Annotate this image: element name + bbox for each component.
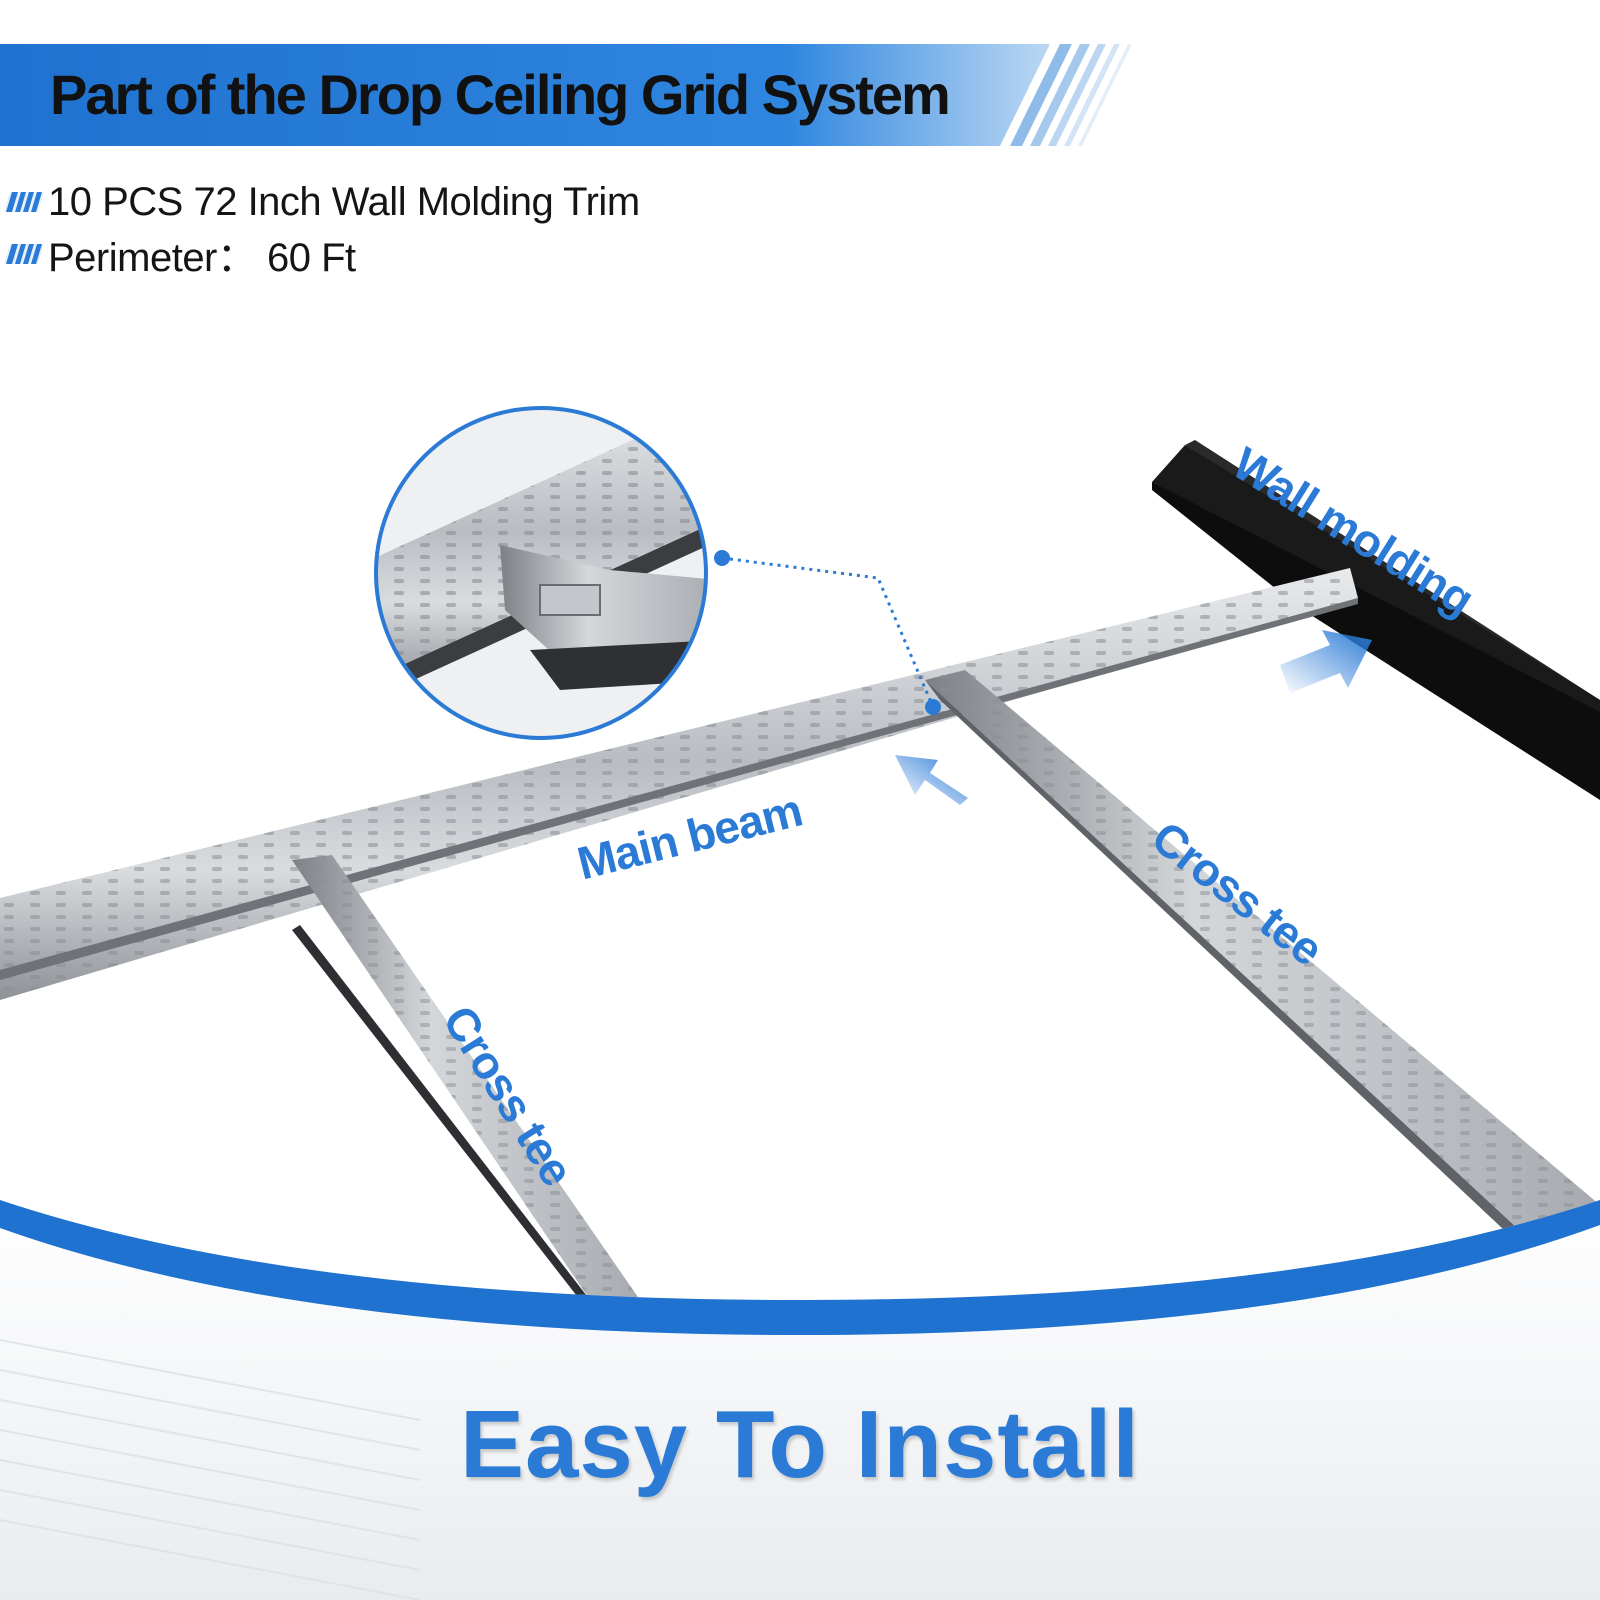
banner-background (0, 44, 1132, 146)
wall-molding (1152, 440, 1600, 800)
spec-item-pieces: 10 PCS 72 Inch Wall Molding Trim (4, 180, 640, 224)
headline-easy-install: Easy To Install (459, 1391, 1141, 1498)
stripe-bullet-icon (4, 244, 44, 264)
bottom-panel (0, 1200, 1600, 1600)
spec-text: Perimeter： 60 Ft (48, 236, 356, 280)
zoom-detail (374, 406, 941, 740)
arrow-icon (895, 755, 968, 805)
title-banner: Part of the Drop Ceiling Grid System (0, 44, 1150, 146)
cross-tee-left (292, 855, 640, 1300)
page-title: Part of the Drop Ceiling Grid System (50, 63, 951, 126)
cross-tee-right (925, 670, 1600, 1260)
stripe-bullet-icon (4, 192, 44, 212)
arrow-icon (1280, 630, 1372, 693)
spec-item-perimeter: Perimeter： 60 Ft (4, 232, 356, 280)
spec-text: 10 PCS 72 Inch Wall Molding Trim (48, 179, 640, 224)
